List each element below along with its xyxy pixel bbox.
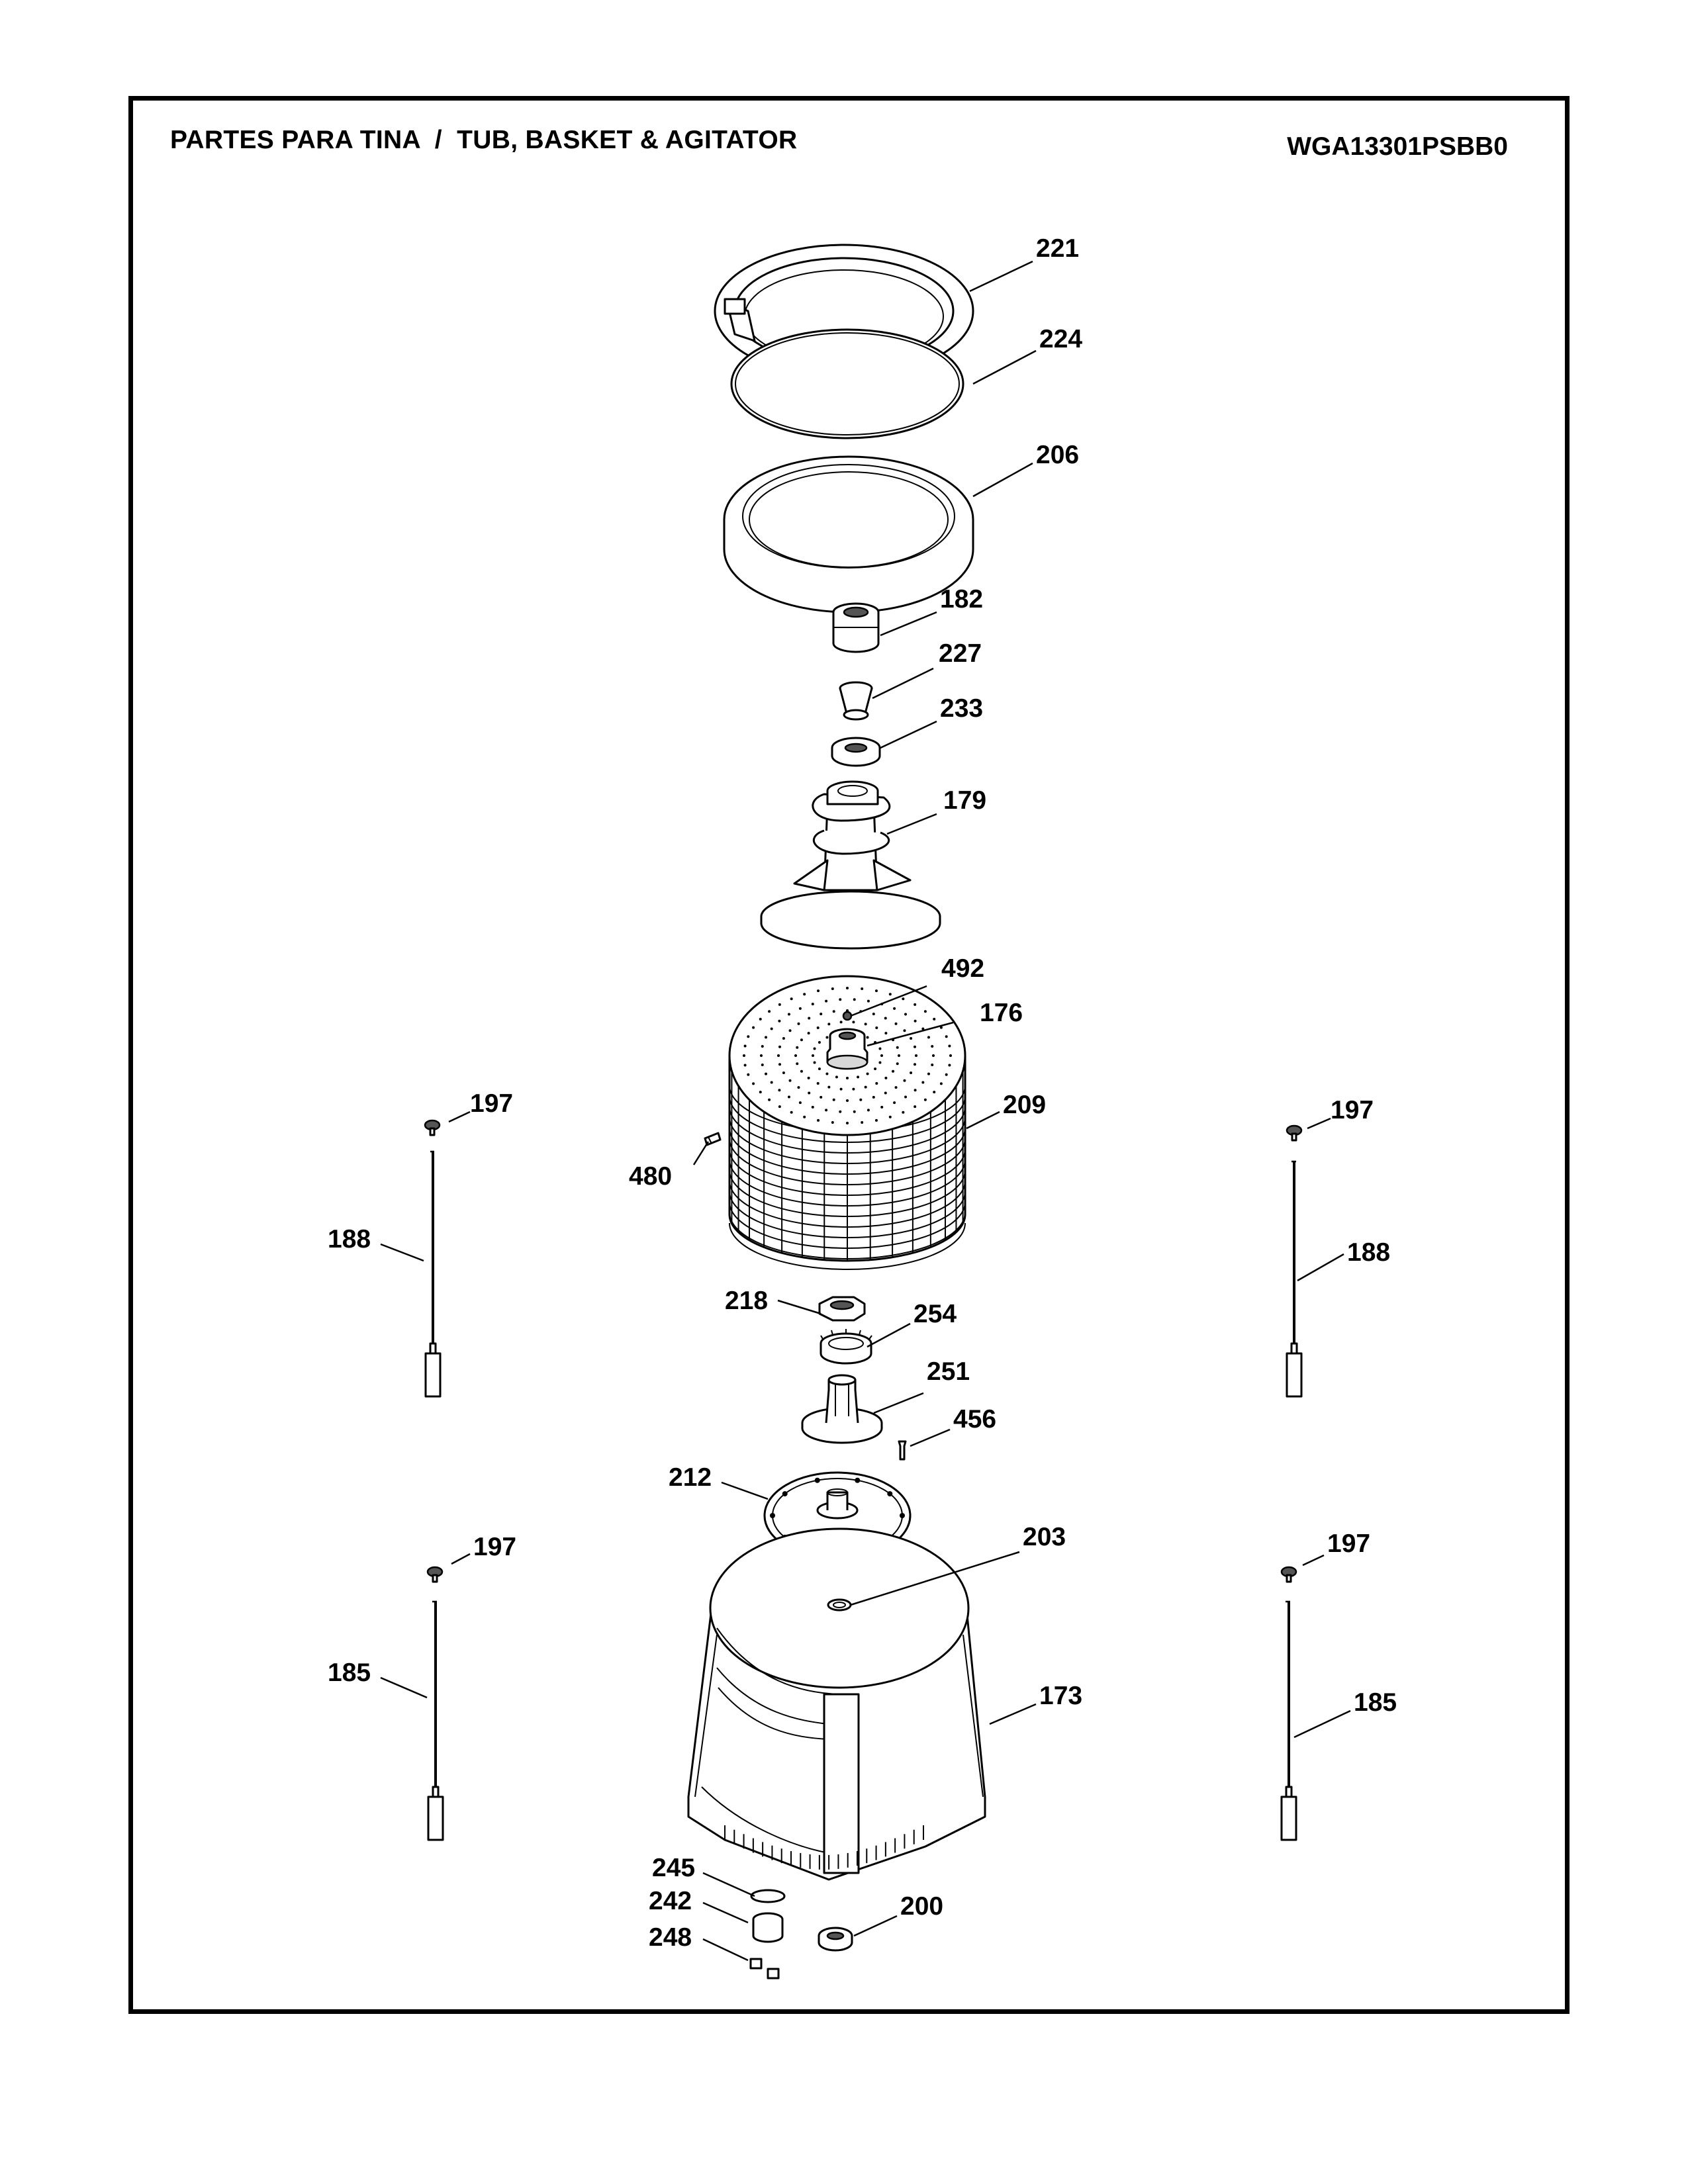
part-492-screw[interactable] [842, 1011, 853, 1021]
callout-173: 173 [1039, 1682, 1082, 1710]
part-456-screw[interactable] [898, 1440, 907, 1461]
callout-182: 182 [940, 585, 983, 614]
callout-185-right: 185 [1354, 1688, 1397, 1717]
part-182-agitator-bushing[interactable] [832, 602, 880, 653]
callout-227: 227 [939, 639, 982, 668]
suspension-rod-lower-left[interactable] [426, 1566, 444, 1841]
callout-212: 212 [669, 1463, 712, 1492]
callout-203: 203 [1023, 1523, 1066, 1551]
part-254-spline-ring[interactable] [820, 1329, 872, 1365]
callout-206: 206 [1036, 441, 1079, 469]
callout-197-lower-left: 197 [473, 1533, 516, 1561]
part-203-tub-seal-ring[interactable] [827, 1598, 852, 1612]
callout-185-left: 185 [328, 1659, 371, 1687]
callout-188-left: 188 [328, 1225, 371, 1253]
callout-233: 233 [940, 694, 983, 723]
callout-197-upper-left: 197 [470, 1089, 513, 1118]
part-224-tub-cover-gasket[interactable] [730, 328, 964, 439]
part-200-seal[interactable] [818, 1927, 853, 1952]
part-245-o-ring[interactable] [750, 1889, 786, 1903]
part-242-drain-plug[interactable] [752, 1912, 784, 1943]
part-218-spin-nut[interactable] [818, 1296, 866, 1322]
callout-197-lower-right: 197 [1327, 1529, 1370, 1558]
callout-218: 218 [725, 1287, 768, 1315]
callout-456: 456 [953, 1405, 996, 1433]
suspension-rod-lower-right[interactable] [1280, 1566, 1297, 1841]
callout-224: 224 [1039, 325, 1082, 353]
callout-179: 179 [943, 786, 986, 815]
callout-245: 245 [652, 1854, 695, 1882]
callout-248: 248 [649, 1923, 692, 1952]
callout-242: 242 [649, 1887, 692, 1915]
leader-lines [380, 260, 1351, 1962]
callout-176: 176 [980, 999, 1023, 1027]
callout-492: 492 [941, 954, 984, 983]
suspension-rod-upper-right[interactable] [1286, 1124, 1303, 1398]
callout-251: 251 [927, 1357, 970, 1386]
diagram-frame [128, 96, 1570, 2014]
part-233-agitator-nut[interactable] [831, 737, 881, 767]
callout-200: 200 [900, 1892, 943, 1921]
part-248-clips[interactable] [749, 1958, 780, 1979]
model-number: WGA13301PSBB0 [1287, 132, 1508, 161]
callout-labels: 221 224 206 182 227 233 179 492 176 209 … [328, 234, 1397, 1952]
page-title: PARTES PARA TINA / TUB, BASKET & AGITATO… [170, 126, 798, 154]
part-176-basket-hub[interactable] [826, 1028, 868, 1070]
callout-254: 254 [914, 1300, 957, 1328]
callout-197-upper-right: 197 [1331, 1096, 1374, 1124]
part-251-drive-hub[interactable] [801, 1374, 883, 1444]
part-227-agitator-cap[interactable] [839, 681, 873, 721]
callout-480: 480 [629, 1162, 672, 1191]
callout-188-right: 188 [1347, 1238, 1390, 1267]
callout-221: 221 [1036, 234, 1079, 263]
part-173-outer-tub[interactable] [687, 1527, 986, 1881]
suspension-rod-upper-left[interactable] [424, 1119, 442, 1398]
part-206-balance-ring[interactable] [723, 455, 974, 614]
part-179-agitator[interactable] [760, 780, 941, 950]
callout-209: 209 [1003, 1091, 1046, 1119]
